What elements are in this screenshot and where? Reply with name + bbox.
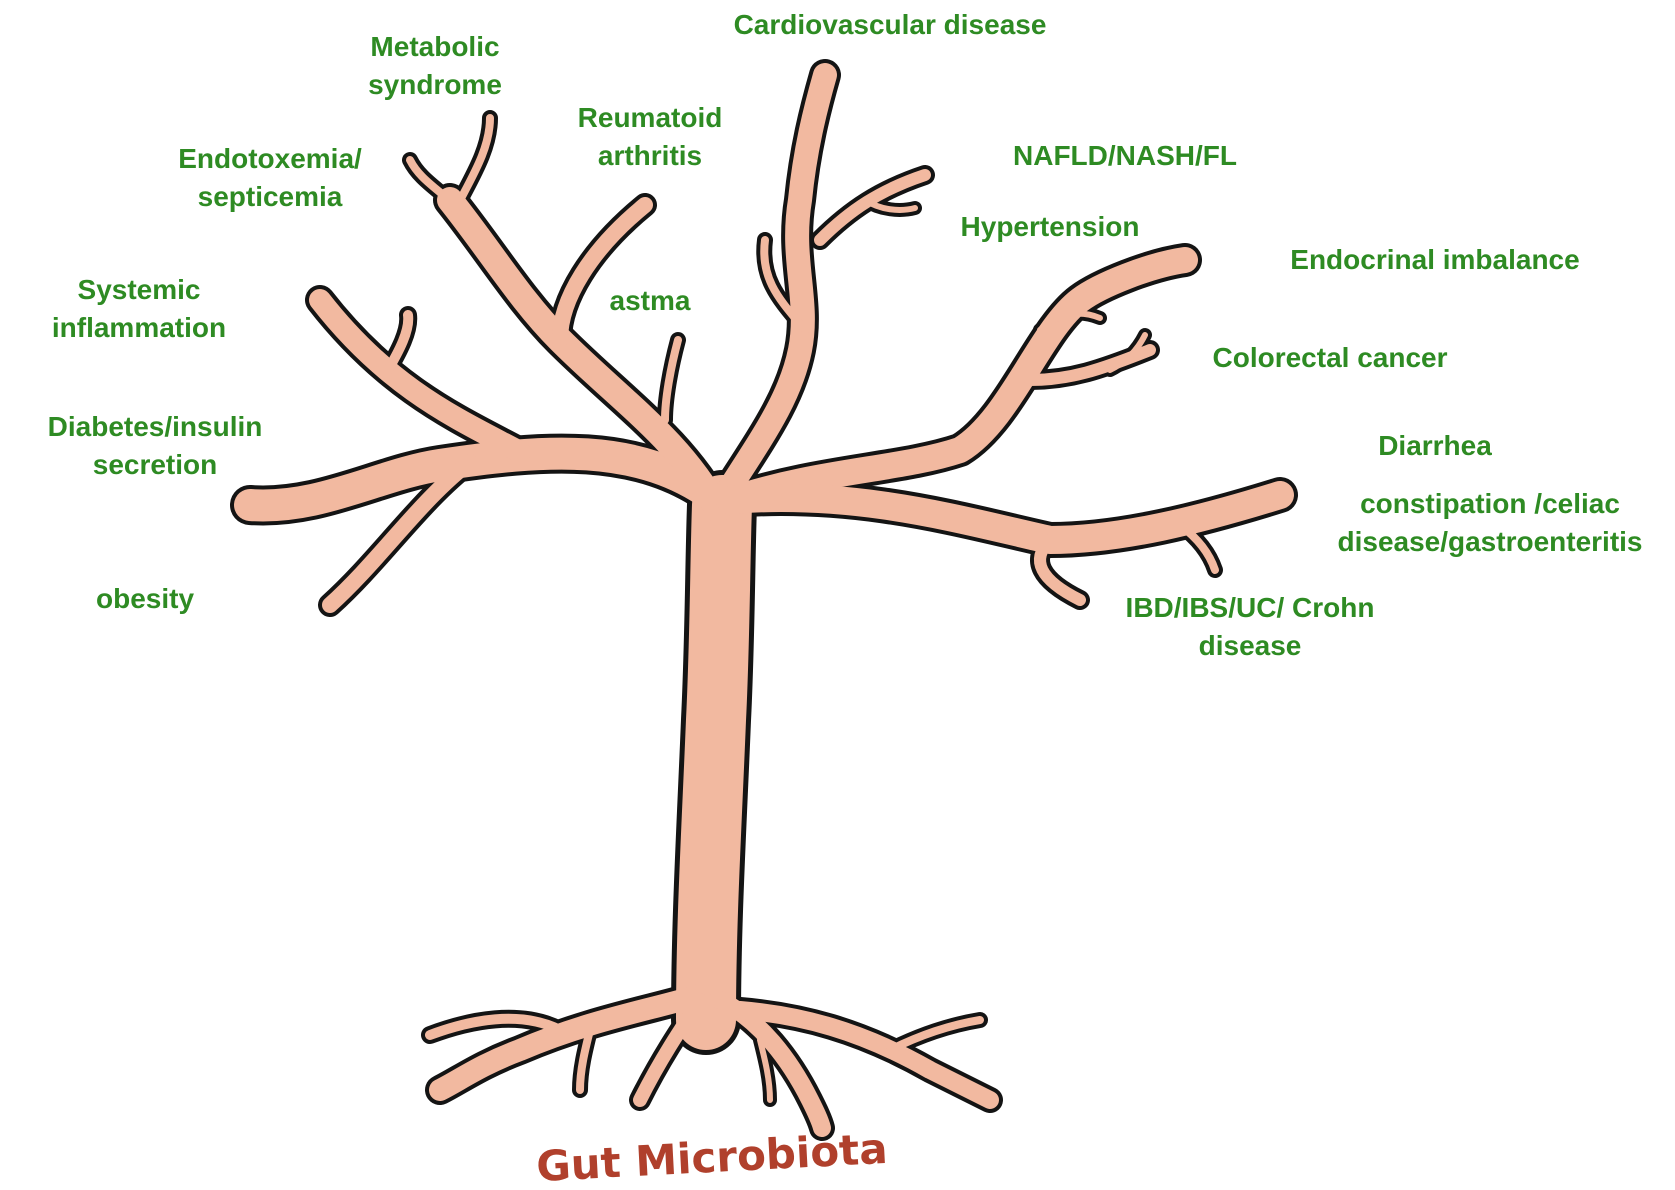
label-endotoxemia-septicemia: Endotoxemia/ septicemia: [145, 140, 395, 216]
label-ibd-ibs-uc-crohn: IBD/IBS/UC/ Crohn disease: [1090, 589, 1410, 665]
label-colorectal-cancer: Colorectal cancer: [1170, 339, 1490, 377]
label-hypertension: Hypertension: [935, 208, 1165, 246]
label-endocrinal-imbalance: Endocrinal imbalance: [1245, 241, 1625, 279]
label-diarrhea: Diarrhea: [1350, 427, 1520, 465]
root-title-gut-microbiota: Gut Microbiota: [535, 1124, 889, 1190]
label-astma: astma: [590, 282, 710, 320]
label-cardiovascular-disease: Cardiovascular disease: [690, 6, 1090, 44]
label-metabolic-syndrome: Metabolic syndrome: [325, 28, 545, 104]
label-constipation-celiac-gastroenteritis: constipation /celiac disease/gastroenter…: [1310, 485, 1670, 561]
label-nafld-nash-fl: NAFLD/NASH/FL: [980, 137, 1270, 175]
label-reumatoid-arthritis: Reumatoid arthritis: [540, 99, 760, 175]
label-obesity: obesity: [85, 580, 205, 618]
label-diabetes-insulin-secretion: Diabetes/insulin secretion: [20, 408, 290, 484]
label-systemic-inflammation: Systemic inflammation: [24, 271, 254, 347]
